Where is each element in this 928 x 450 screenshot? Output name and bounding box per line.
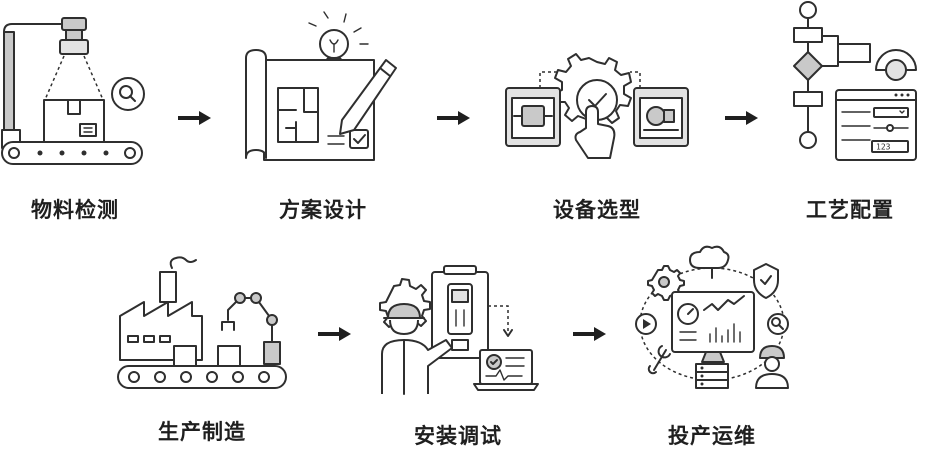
conveyor-inspection-icon bbox=[1, 17, 145, 165]
right-arrow-icon bbox=[725, 111, 758, 125]
step-label: 工艺配置 bbox=[806, 198, 894, 222]
step-label: 设备选型 bbox=[553, 198, 641, 222]
flowchart-config-icon: 123 bbox=[793, 1, 917, 161]
step-installation-commissioning: 安装调试 bbox=[376, 265, 540, 450]
step-equipment-selection: 设备选型 bbox=[500, 10, 694, 224]
operations-monitor-icon bbox=[635, 245, 789, 389]
step-label: 安装调试 bbox=[414, 424, 502, 448]
step-process-configuration: 123 工艺配置 bbox=[780, 0, 920, 224]
engineer-installation-icon bbox=[379, 265, 539, 395]
step-label: 生产制造 bbox=[158, 420, 246, 444]
step-label: 物料检测 bbox=[31, 198, 119, 222]
config-value: 123 bbox=[876, 143, 891, 152]
step-material-inspection: 物料检测 bbox=[0, 10, 150, 224]
right-arrow-icon bbox=[573, 327, 606, 341]
right-arrow-icon bbox=[437, 111, 470, 125]
step-label: 方案设计 bbox=[279, 198, 367, 222]
step-label: 投产运维 bbox=[668, 424, 756, 448]
step-plan-design: 方案设计 bbox=[238, 10, 408, 224]
right-arrow-icon bbox=[178, 111, 211, 125]
equipment-selection-icon bbox=[505, 53, 689, 159]
factory-robot-arm-icon bbox=[117, 256, 287, 389]
step-operations-maintenance: 投产运维 bbox=[630, 245, 794, 450]
blueprint-design-icon bbox=[245, 11, 397, 161]
right-arrow-icon bbox=[318, 327, 351, 341]
step-production-manufacturing: 生产制造 bbox=[112, 252, 292, 446]
